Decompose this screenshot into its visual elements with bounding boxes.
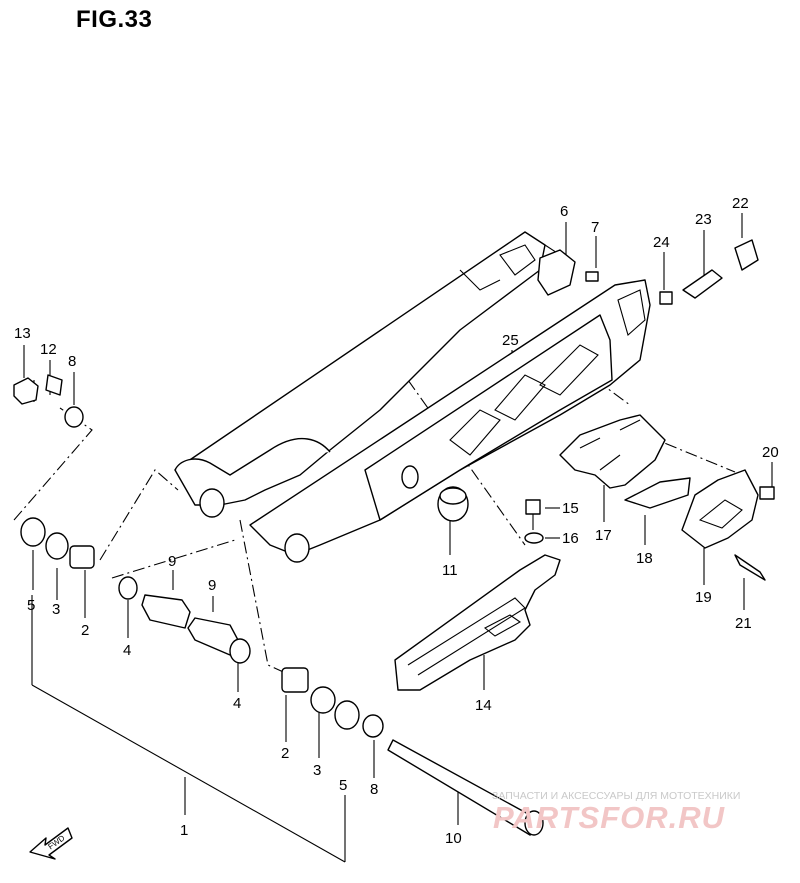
part-7-screw — [585, 271, 599, 282]
part-8a-washer — [64, 406, 84, 428]
callout-3: 3 — [313, 762, 321, 779]
part-22-clip — [734, 239, 759, 271]
callout-14: 14 — [475, 697, 492, 714]
part-3b-bearing — [310, 686, 336, 714]
callout-21: 21 — [735, 615, 752, 632]
callout-17: 17 — [595, 527, 612, 544]
callout-20: 20 — [762, 444, 779, 461]
part-12-washer — [45, 374, 63, 396]
part-2b-bushing — [281, 667, 309, 693]
part-21-bolt — [734, 554, 766, 581]
callout-9: 9 — [168, 553, 176, 570]
callout-7: 7 — [591, 219, 599, 236]
part-2a-bushing — [69, 545, 95, 569]
figure-title: FIG.33 — [76, 6, 153, 33]
callout-12: 12 — [40, 341, 57, 358]
part-4a-seal — [118, 576, 138, 600]
callout-18: 18 — [636, 550, 653, 567]
part-23-bolt — [682, 269, 723, 299]
callout-19: 19 — [695, 589, 712, 606]
part-5a-seal — [20, 517, 46, 547]
callout-15: 15 — [562, 500, 579, 517]
callout-2: 2 — [281, 745, 289, 762]
part-6-holder — [537, 249, 576, 296]
part-19-plate — [681, 469, 759, 549]
callout-10: 10 — [445, 830, 462, 847]
leader-lines — [23, 213, 773, 863]
part-15-bolt — [525, 499, 541, 515]
part-14-chain-guide — [394, 554, 561, 691]
part-5b-seal — [334, 700, 360, 730]
callout-25: 25 — [502, 332, 519, 349]
callout-16: 16 — [562, 530, 579, 547]
callout-13: 13 — [14, 325, 31, 342]
part-20-bolt — [759, 486, 775, 500]
watermark-caption: ЗАПЧАСТИ И АКСЕССУАРЫ ДЛЯ МОТОТЕХНИКИ — [492, 790, 741, 802]
callout-22: 22 — [732, 195, 749, 212]
callout-8: 8 — [68, 353, 76, 370]
callout-8: 8 — [370, 781, 378, 798]
part-9a-sleeve — [141, 594, 191, 629]
part-8b-washer — [362, 714, 384, 738]
part-24-nut — [659, 291, 673, 305]
part-11-cap — [437, 486, 469, 522]
callout-11: 11 — [442, 562, 458, 579]
callout-6: 6 — [560, 203, 568, 220]
callout-23: 23 — [695, 211, 712, 228]
swingarm — [174, 231, 651, 563]
callout-24: 24 — [653, 234, 670, 251]
callout-5: 5 — [339, 777, 347, 794]
part-4b-seal — [229, 638, 251, 664]
part-17-bracket — [559, 414, 666, 489]
callout-4: 4 — [233, 695, 241, 712]
fwd-arrow — [29, 827, 73, 860]
callout-3: 3 — [52, 601, 60, 618]
callout-4: 4 — [123, 642, 131, 659]
callout-labels: 1 2 2 3 3 4 4 5 5 6 7 8 8 9 9 10 11 12 1… — [14, 195, 779, 851]
callout-2: 2 — [81, 622, 89, 639]
part-3a-bearing — [45, 532, 69, 560]
part-16-washer — [524, 532, 544, 544]
part-13-nut — [13, 377, 39, 405]
callout-9: 9 — [208, 577, 216, 594]
watermark-logo: PARTSFOR.RU — [493, 800, 726, 835]
part-18-block — [624, 477, 691, 509]
callout-5: 5 — [27, 597, 35, 614]
callout-1: 1 — [180, 822, 188, 839]
hardware — [13, 239, 775, 836]
